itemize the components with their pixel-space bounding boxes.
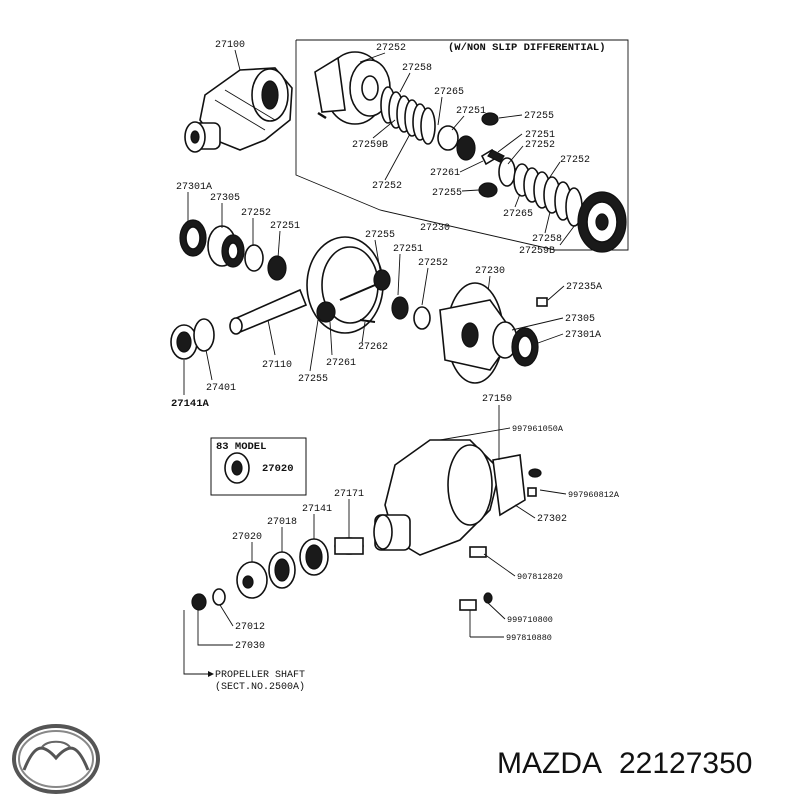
label-27262: 27262 bbox=[358, 342, 388, 353]
label-27259b-top: 27259B bbox=[352, 140, 388, 151]
label-27150: 27150 bbox=[482, 394, 512, 405]
label-997810880: 997810880 bbox=[506, 633, 552, 643]
label-27258-top: 27258 bbox=[402, 63, 432, 74]
label-27251-left: 27251 bbox=[270, 221, 300, 232]
label-27030: 27030 bbox=[235, 641, 265, 652]
label-27265-bot: 27265 bbox=[503, 209, 533, 220]
label-27255-top: 27255 bbox=[524, 111, 554, 122]
part-number: 22127350 bbox=[619, 747, 752, 780]
label-27401: 27401 bbox=[206, 383, 236, 394]
label-907812820: 907812820 bbox=[517, 572, 563, 582]
label-27255-mid: 27255 bbox=[432, 188, 462, 199]
label-27302: 27302 bbox=[537, 514, 567, 525]
propeller-shaft-label: PROPELLER SHAFT bbox=[215, 670, 305, 681]
label-27141: 27141 bbox=[302, 504, 332, 515]
label-27141a: 27141A bbox=[171, 398, 210, 410]
label-27258-bot: 27258 bbox=[532, 234, 562, 245]
label-27252-top: 27252 bbox=[376, 43, 406, 54]
label-27251-top: 27251 bbox=[456, 106, 486, 117]
label-27252-r2: 27252 bbox=[560, 155, 590, 166]
label-27305-right: 27305 bbox=[565, 314, 595, 325]
mazda-logo bbox=[12, 724, 100, 794]
label-997961050a: 997961050A bbox=[512, 424, 564, 434]
label-27020: 27020 bbox=[232, 532, 262, 543]
label-27259b-bot: 27259B bbox=[519, 246, 555, 257]
model-box-title: 83 MODEL bbox=[216, 441, 266, 453]
non-slip-internal-parts bbox=[314, 51, 627, 253]
label-27255-bottom: 27255 bbox=[298, 374, 328, 385]
label-27305-left: 27305 bbox=[210, 193, 240, 204]
label-27018: 27018 bbox=[267, 517, 297, 528]
label-27261-top: 27261 bbox=[430, 168, 460, 179]
label-27252-mid: 27252 bbox=[372, 181, 402, 192]
label-999710800: 999710800 bbox=[507, 615, 553, 625]
brand-name: MAZDA bbox=[497, 747, 602, 780]
non-slip-differential-box: (W/NON SLIP DIFFERENTIAL) bbox=[295, 39, 629, 251]
label-27255-center: 27255 bbox=[365, 230, 395, 241]
label-27012: 27012 bbox=[235, 622, 265, 633]
label-27261-center: 27261 bbox=[326, 358, 356, 369]
label-27171: 27171 bbox=[334, 489, 364, 500]
label-27235a: 27235A bbox=[566, 282, 602, 293]
label-27301a-right: 27301A bbox=[565, 330, 601, 341]
label-27251-center: 27251 bbox=[393, 244, 423, 255]
model-83-box: 83 MODEL 27020 bbox=[210, 437, 307, 496]
propeller-shaft-note: PROPELLER SHAFT (SECT.NO.2500A) bbox=[183, 610, 305, 693]
label-27100: 27100 bbox=[215, 40, 245, 51]
differential-carrier-assembly bbox=[184, 67, 293, 153]
label-27252-r: 27252 bbox=[525, 140, 555, 151]
label-27252-left: 27252 bbox=[241, 208, 271, 219]
pinion-front-bearing bbox=[170, 318, 215, 360]
label-27110: 27110 bbox=[262, 360, 292, 371]
box-title: (W/NON SLIP DIFFERENTIAL) bbox=[448, 42, 606, 54]
label-27301a-left: 27301A bbox=[176, 182, 212, 193]
carrier-housing bbox=[373, 439, 542, 611]
label-27230-box: 27230 bbox=[420, 223, 450, 234]
label-27265-top: 27265 bbox=[434, 87, 464, 98]
label-997960812a: 997960812A bbox=[568, 490, 620, 500]
label-27020-box: 27020 bbox=[262, 463, 294, 475]
propeller-shaft-section: (SECT.NO.2500A) bbox=[215, 681, 305, 693]
label-27252-center: 27252 bbox=[418, 258, 448, 269]
label-27251-r: 27251 bbox=[525, 130, 555, 141]
pinion-flange-parts bbox=[191, 537, 364, 611]
ring-and-pinion-gear bbox=[229, 236, 391, 335]
label-27230-center: 27230 bbox=[475, 266, 505, 277]
pinion-bearing-set bbox=[179, 219, 287, 281]
differential-case-assembly bbox=[391, 282, 548, 384]
